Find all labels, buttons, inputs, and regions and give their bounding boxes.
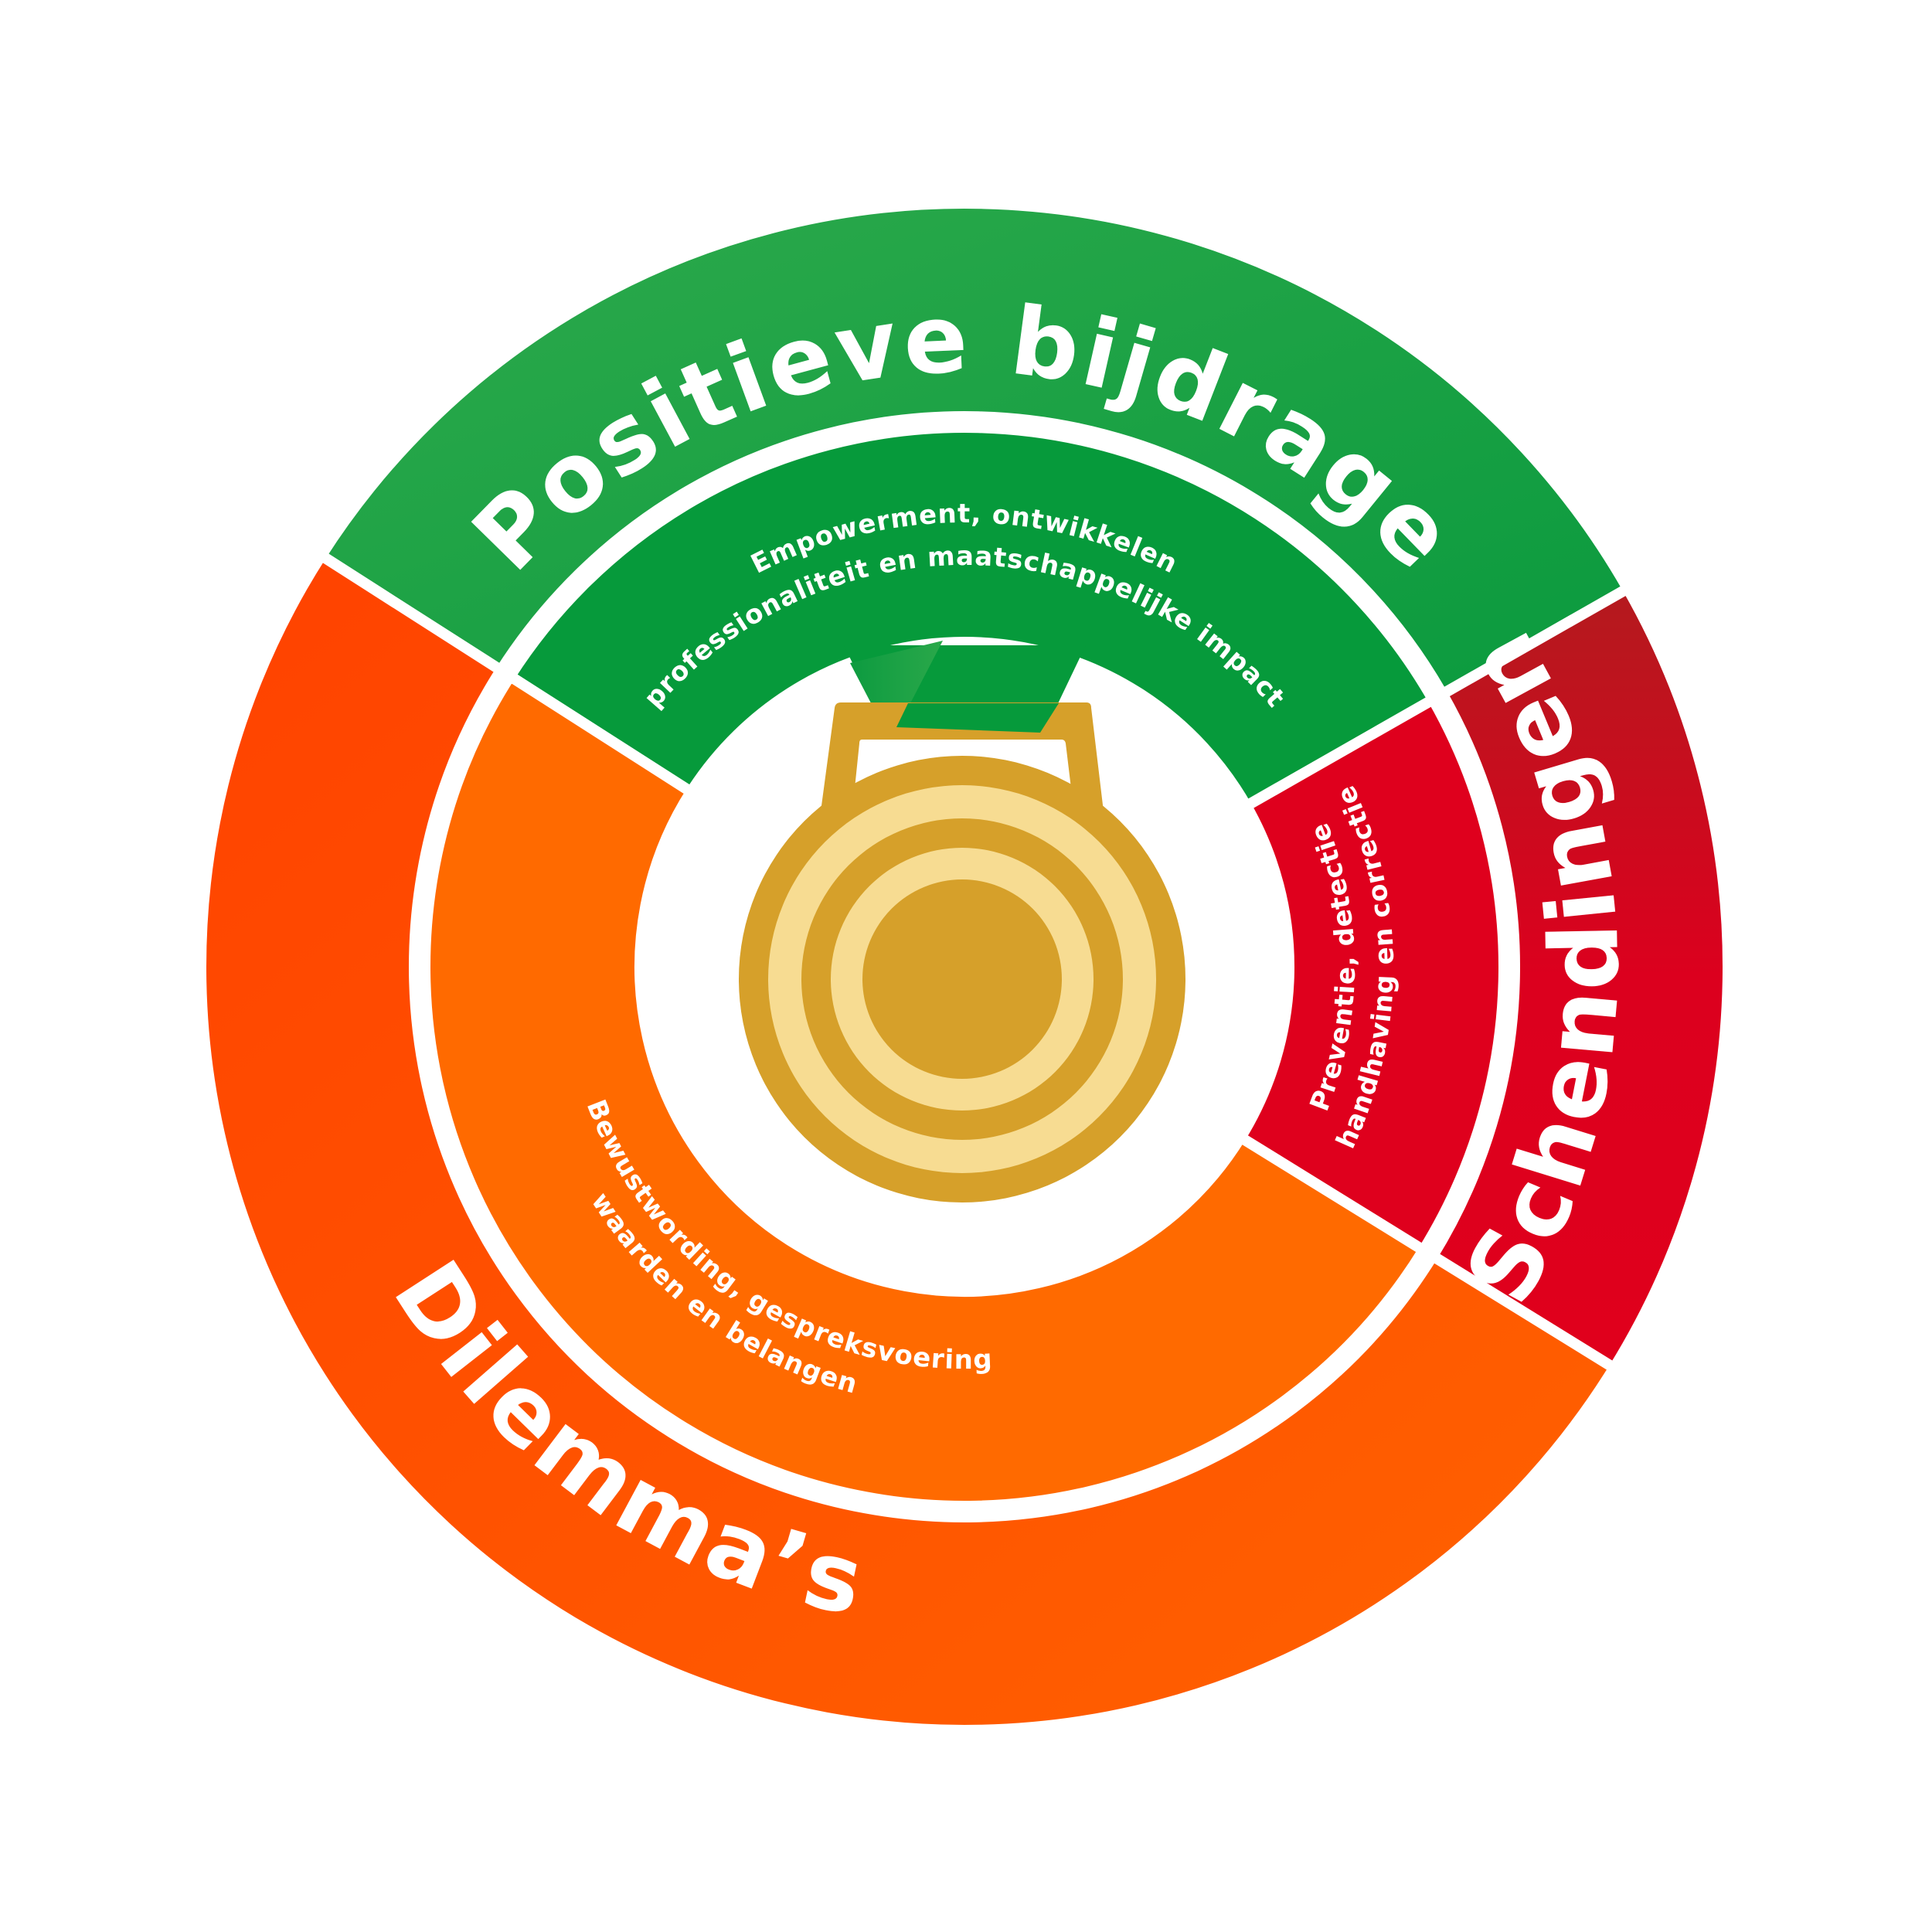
- violations-outer-segment: [1427, 583, 1733, 1374]
- medal-icon: [739, 641, 1185, 1202]
- violations-inner-segment: [1235, 694, 1509, 1256]
- ribbon-front: [896, 703, 1059, 733]
- dilemmas-inner-segment: [420, 670, 1429, 1512]
- dilemmas-outer-segment: [196, 549, 1620, 1736]
- positive-contribution-outer-segment: [315, 197, 1634, 700]
- ribbon-highlight: [850, 641, 943, 740]
- medal-core: [862, 879, 1062, 1079]
